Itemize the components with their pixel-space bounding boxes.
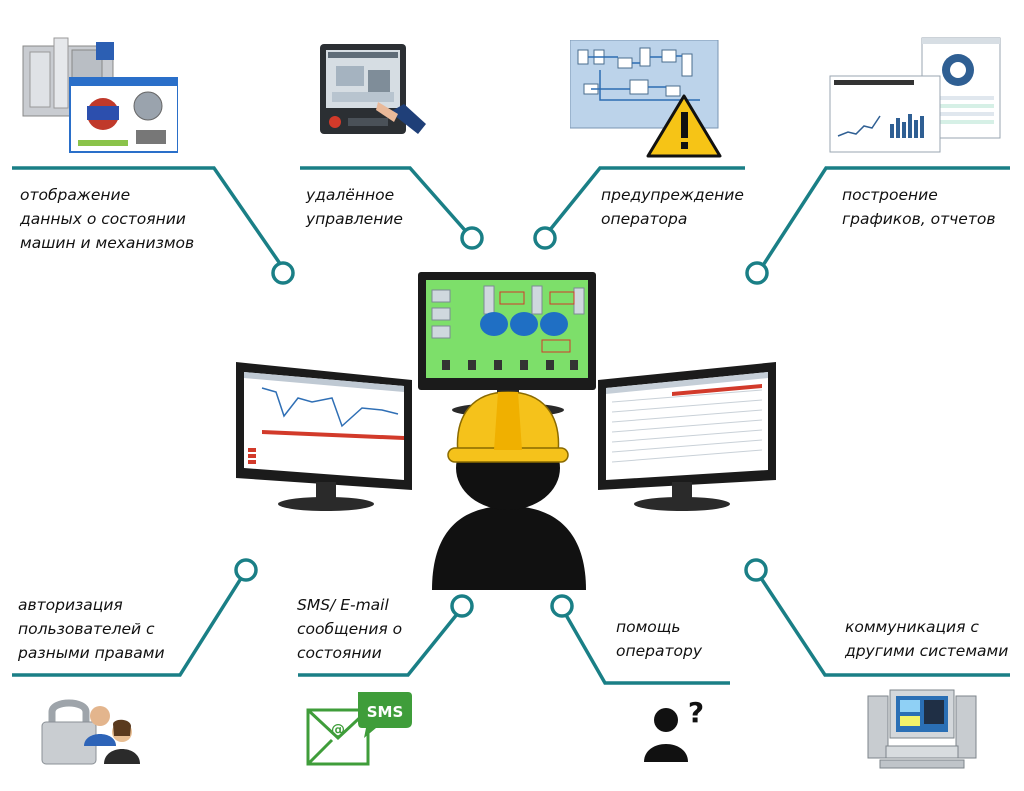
connector-top-3 [543,166,745,238]
sms-email-icon: @ SMS [306,692,412,766]
node-bottom-2 [450,594,474,618]
question-mark: ? [688,698,704,729]
node-bottom-3 [550,594,574,618]
node-top-4 [745,261,769,285]
email-at-symbol: @ [331,722,345,738]
connector-top-4 [758,166,1010,271]
node-top-2 [460,226,484,250]
connector-bottom-3 [560,607,730,685]
help-user-icon: ? [644,698,704,762]
center-monitor [418,272,596,417]
server-computer-icon [867,689,977,769]
connector-bottom-1 [12,571,247,677]
connector-bottom-2 [298,606,464,677]
connector-top-2 [300,166,472,238]
node-bottom-4 [744,558,768,582]
node-bottom-1 [234,558,258,582]
left-monitor [236,362,412,511]
operator-with-monitors-icon [236,272,776,590]
connector-bottom-4 [755,571,1010,677]
machine-monitor-icon [22,37,178,153]
operator-figure [432,391,586,590]
right-monitor [598,362,776,511]
lock-users-icon [41,699,140,765]
report-charts-icon [829,37,1001,153]
sms-badge: SMS [367,703,404,721]
node-top-3 [533,226,557,250]
node-top-1 [271,261,295,285]
connector-top-1 [12,166,285,269]
touch-panel-icon [320,44,426,134]
warning-scheme-icon [570,40,722,158]
